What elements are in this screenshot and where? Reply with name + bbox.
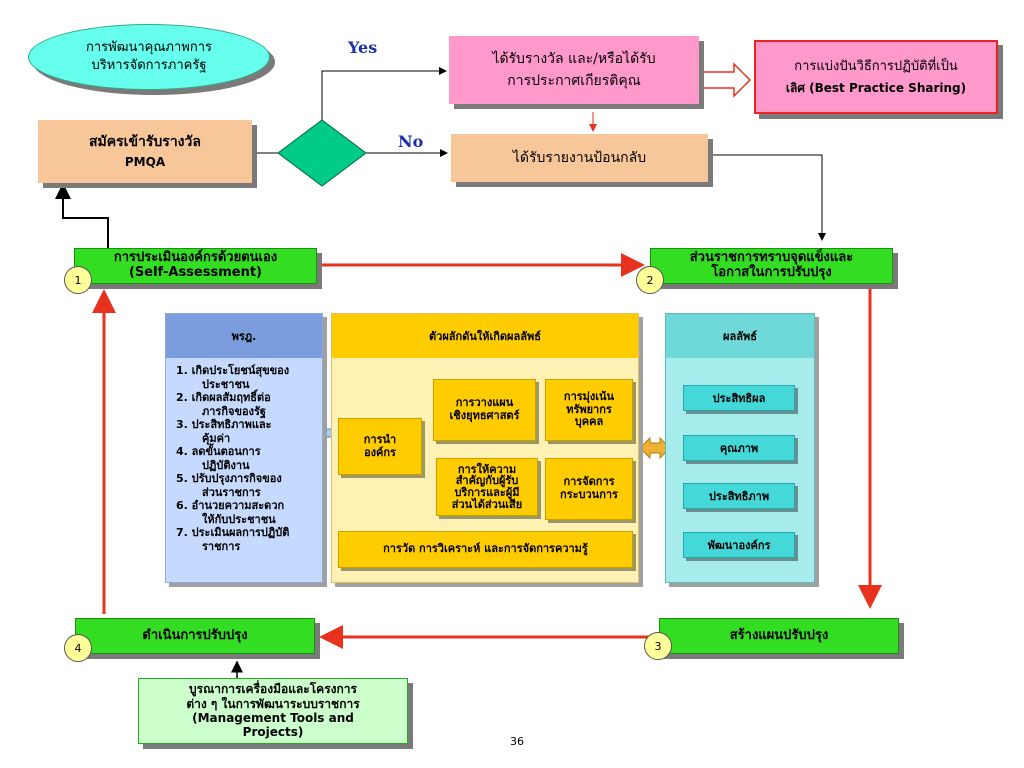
driver-hr: การมุ่งเน้น ทรัพยากร บุคคล xyxy=(545,379,633,441)
tools-line1: บูรณาการเครื่องมือและโครงการ xyxy=(189,682,357,697)
law-item: 7. ประเมินผลการปฏิบัติราชการ xyxy=(176,526,290,553)
best-practice-line2: เลิศ (Best Practice Sharing) xyxy=(785,80,967,95)
law-item: 4. ลดขั้นตอนการปฏิบัติงาน xyxy=(176,445,261,472)
result-effectiveness: ประสิทธิผล xyxy=(683,385,795,411)
step3-label: สร้างแผนปรับปรุง xyxy=(729,627,829,643)
law-header: พรฎ. xyxy=(166,314,322,358)
drivers-header: ตัวผลักดันให้เกิดผลลัพธ์ xyxy=(332,314,638,358)
yes-arrow xyxy=(321,67,447,120)
result-org-development: พัฒนาองค์กร xyxy=(683,532,795,558)
decision-diamond xyxy=(277,119,367,187)
law-item: 1. เกิดประโยชน์สุขของประชาชน xyxy=(176,364,290,391)
best-practice-box: การแบ่งปันวิธีการปฏิบัติที่เป็น เลิศ (Be… xyxy=(754,40,998,114)
apply-line1: สมัครเข้ารับรางวัล xyxy=(89,134,201,150)
step4-implement: ดำเนินการปรับปรุง xyxy=(75,618,315,654)
driver-process: การจัดการ กระบวนการ xyxy=(545,458,633,520)
award-box: ได้รับรางวัล และ/หรือได้รับ การประกาศเกี… xyxy=(449,36,699,104)
yes-label: Yes xyxy=(348,38,378,57)
step2-line1: ส่วนราชการทราบจุดแข็งและ xyxy=(689,250,854,266)
law-list: 1. เกิดประโยชน์สุขของประชาชน 2. เกิดผลสั… xyxy=(166,358,322,553)
oval-line2: บริหารจัดการภาครัฐ xyxy=(91,58,207,73)
law-item: 5. ปรับปรุงภารกิจของส่วนราชการ xyxy=(176,472,282,499)
step1-self-assessment: การประเมินองค์กรด้วยตนเอง (Self-Assessme… xyxy=(74,248,317,284)
best-practice-line1: การแบ่งปันวิธีการปฏิบัติที่เป็น xyxy=(794,58,958,74)
law-item: 6. อำนวยความสะดวกให้กับประชาชน xyxy=(176,499,285,526)
tools-line4: Projects) xyxy=(242,725,304,740)
driver-customer: การให้ความ สำคัญกับผู้รับ บริการและผู้มี… xyxy=(436,458,538,516)
step2-line2: โอกาสในการปรับปรุง xyxy=(711,265,832,280)
law-item: 2. เกิดผลสัมฤทธิ์ต่อภารกิจของรัฐ xyxy=(176,391,271,418)
driver-leadership: การนำ องค์กร xyxy=(338,418,422,475)
step1-number-badge: 1 xyxy=(64,266,92,294)
page-number: 36 xyxy=(510,735,524,748)
tools-line3: (Management Tools and xyxy=(192,711,354,725)
results-header: ผลลัพธ์ xyxy=(666,314,814,358)
apply-line2: PMQA xyxy=(124,155,166,169)
tools-line2: ต่าง ๆ ในการพัฒนาระบบราชการ xyxy=(186,696,360,711)
result-efficiency: ประสิทธิภาพ xyxy=(683,483,795,509)
no-label: No xyxy=(398,132,424,151)
feedback-label: ได้รับรายงานป้อนกลับ xyxy=(512,150,647,166)
step2-number-badge: 2 xyxy=(636,266,664,294)
oval-line1: การพัฒนาคุณภาพการ xyxy=(85,39,212,55)
award-line2: การประกาศเกียรติคุณ xyxy=(507,73,641,89)
law-item: 3. ประสิทธิภาพและคุ้มค่า xyxy=(176,418,272,445)
step1-line2: (Self-Assessment) xyxy=(128,265,262,280)
driver-measurement: การวัด การวิเคราะห์ และการจัดการความรู้ xyxy=(338,531,633,568)
result-quality: คุณภาพ xyxy=(683,435,795,461)
results-header-label: ผลลัพธ์ xyxy=(723,330,757,343)
drivers-header-label: ตัวผลักดันให้เกิดผลลัพธ์ xyxy=(429,330,541,343)
driver-strategy: การวางแผน เชิงยุทธศาสตร์ xyxy=(433,379,536,441)
feedback-to-step2-arrow xyxy=(710,154,826,241)
feedback-box: ได้รับรายงานป้อนกลับ xyxy=(451,134,708,182)
step3-number-badge: 3 xyxy=(644,632,672,660)
pmqa-oval: การพัฒนาคุณภาพการ บริหารจัดการภาครัฐ xyxy=(28,24,270,90)
step4-number-badge: 4 xyxy=(64,634,92,662)
law-panel: พรฎ. 1. เกิดประโยชน์สุขของประชาชน 2. เกิ… xyxy=(165,313,323,583)
management-tools-box: บูรณาการเครื่องมือและโครงการ ต่าง ๆ ในกา… xyxy=(138,678,408,744)
step1-line1: การประเมินองค์กรด้วยตนเอง xyxy=(113,250,278,266)
apply-award-box: สมัครเข้ารับรางวัล PMQA xyxy=(38,120,252,183)
step1-to-apply-arrow xyxy=(55,183,109,248)
step4-label: ดำเนินการปรับปรุง xyxy=(142,627,248,643)
hollow-arrow xyxy=(702,62,752,98)
step3-improvement-plan: สร้างแผนปรับปรุง xyxy=(659,618,899,654)
law-header-label: พรฎ. xyxy=(231,330,257,343)
step2-strengths: ส่วนราชการทราบจุดแข็งและ โอกาสในการปรับป… xyxy=(650,248,893,284)
award-line1: ได้รับรางวัล และ/หรือได้รับ xyxy=(492,50,656,67)
